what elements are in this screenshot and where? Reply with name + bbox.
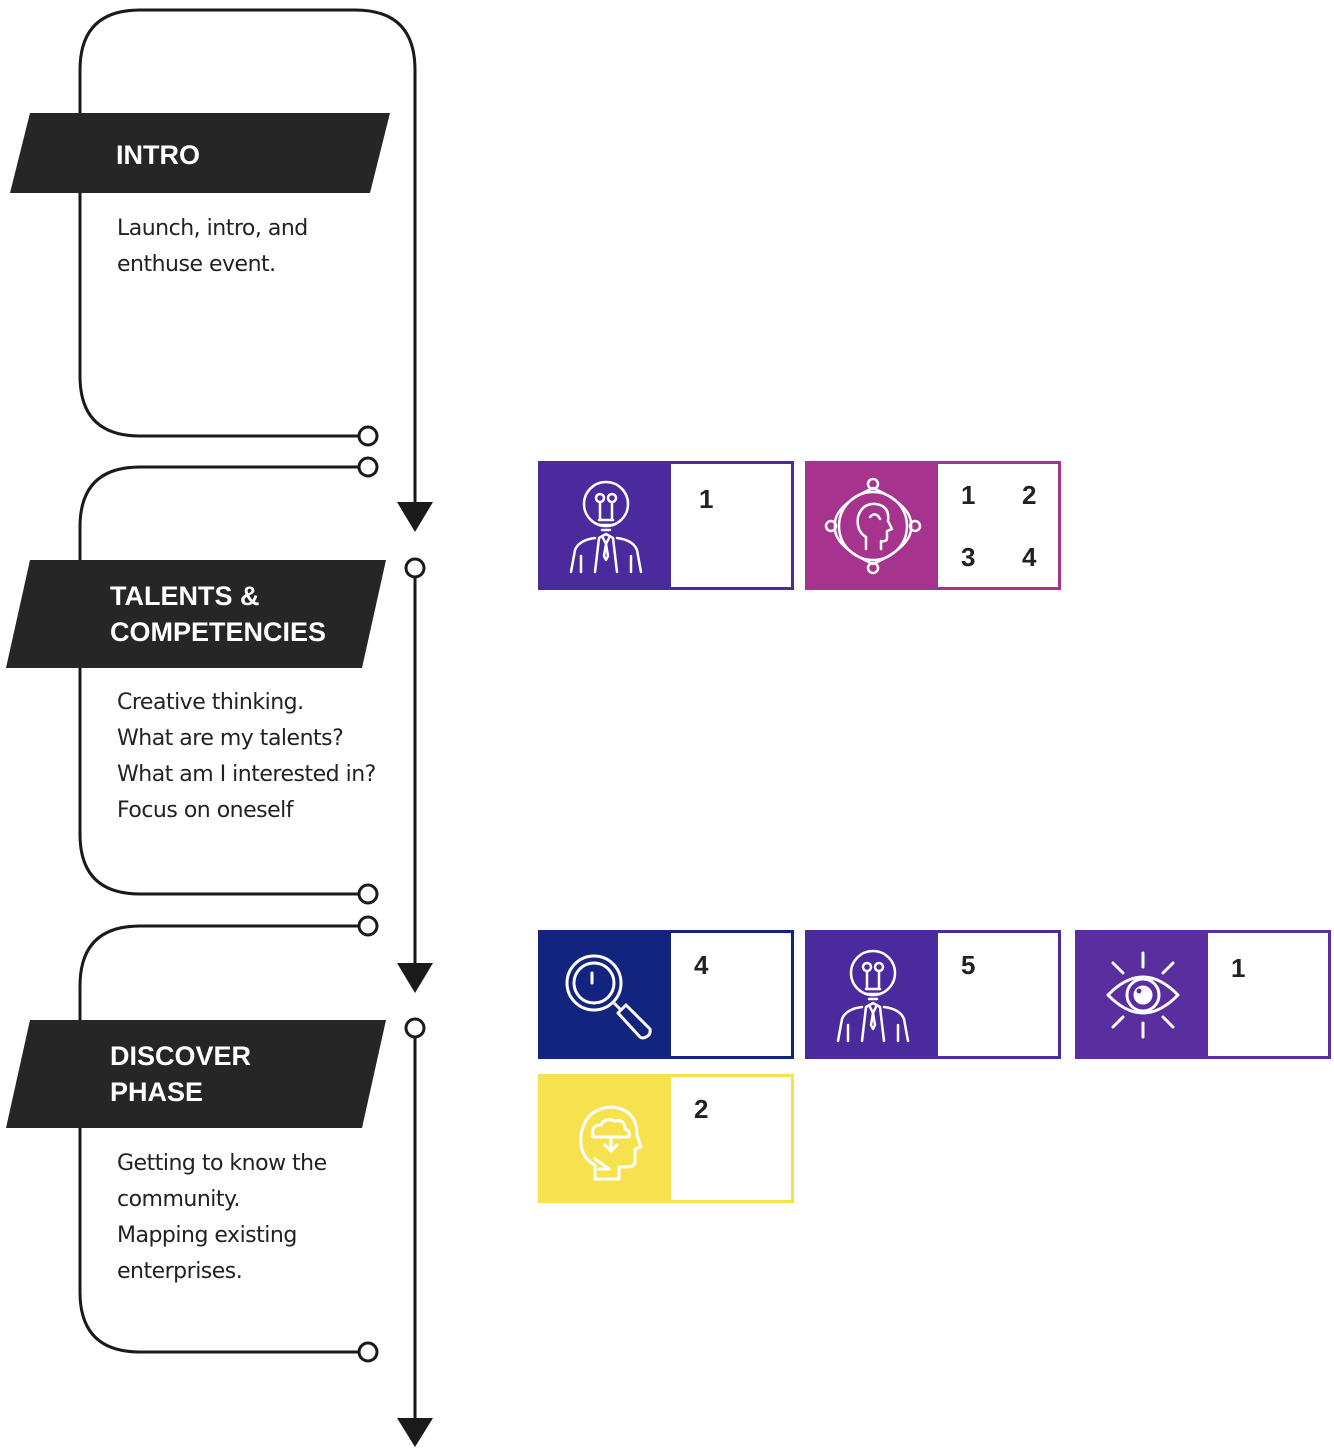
description-line: Creative thinking. [117,690,304,715]
card-number: 5 [961,950,976,980]
card-icon-cell [541,464,671,587]
phase-title-line: PHASE [110,1077,204,1107]
card-number: 2 [694,1094,709,1124]
activity-card: 4 [538,930,794,1059]
description-line: enthuse event. [117,252,276,277]
description-line: enterprises. [117,1259,243,1284]
card-number: 4 [1022,542,1037,572]
arrow-down-icon [397,963,433,993]
description-line: What am I interested in? [117,762,376,787]
description-line: Launch, intro, and [117,216,308,241]
connector-node [357,425,379,447]
lightbulb-head-person-icon [836,949,910,1042]
card-numbers: 5 [938,933,1058,1056]
description-line: What are my talents? [117,726,344,751]
description-line: Focus on oneself [117,798,294,823]
connector-node [357,1341,379,1363]
description-line: Getting to know the [117,1151,327,1176]
connector-node [357,883,379,905]
card-numbers: 4 [671,933,791,1056]
card-number: 1 [1231,953,1246,983]
arrow-down-icon [397,502,433,532]
activity-card: 2 [538,1074,794,1203]
phase-banner-intro: INTRO [10,113,390,193]
card-icon-cell [1078,933,1208,1056]
description-line: community. [117,1187,240,1212]
phase-frame-intro [78,8,417,505]
card-number: 2 [1022,480,1037,510]
phase-title-line: INTRO [116,140,200,170]
card-number: 1 [699,484,714,514]
card-number: 1 [961,480,976,510]
activity-card: 1 2 3 4 [805,461,1061,590]
cloud-head-icon [579,1105,643,1180]
phase-title-line: DISCOVER [110,1041,252,1071]
head-orbit-icon [824,477,922,574]
card-number: 3 [961,542,976,572]
phase-description-talents: Creative thinking. What are my talents? … [117,685,417,829]
card-icon-cell [808,933,938,1056]
phase-title-line: COMPETENCIES [110,617,327,647]
connector-node [404,557,426,579]
card-numbers: 1 [671,464,791,587]
lightbulb-head-person-icon [569,480,643,573]
magnifier-icon [565,954,652,1039]
phase-title-line: TALENTS & [110,581,260,611]
phase-description-intro: Launch, intro, and enthuse event. [117,211,417,283]
connector-node [404,1017,426,1039]
activity-card: 1 [538,461,794,590]
card-numbers: 2 [671,1077,791,1200]
card-icon-cell [541,933,671,1056]
phase-banner-talents: TALENTS & COMPETENCIES [6,560,386,668]
phase-frame-talents [78,465,417,965]
phase-frame-discover [78,924,417,1420]
arrow-down-icon [397,1418,433,1447]
card-numbers: 1 [1208,933,1328,1056]
connector-node [357,456,379,478]
connector-node [357,915,379,937]
phase-description-discover: Getting to know the community. Mapping e… [117,1146,417,1290]
activity-card: 5 [805,930,1061,1059]
card-number: 4 [694,950,709,980]
description-line: Mapping existing [117,1223,297,1248]
card-icon-cell [808,464,938,587]
activity-card: 1 [1075,930,1331,1059]
eye-icon [1106,951,1180,1038]
card-icon-cell [541,1077,671,1200]
card-numbers: 1 2 3 4 [938,464,1058,587]
phase-banner-discover: DISCOVER PHASE [6,1020,386,1128]
